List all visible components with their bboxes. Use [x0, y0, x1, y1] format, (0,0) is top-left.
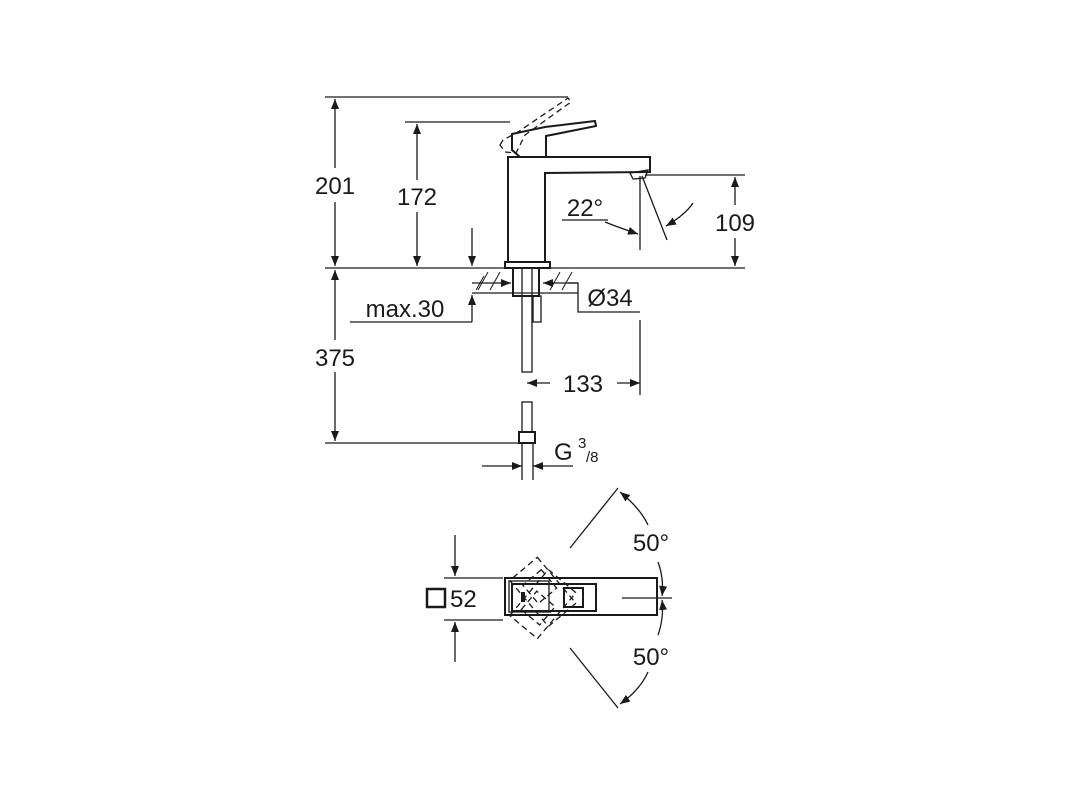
angle-label-upper-50: 50°	[633, 530, 669, 557]
dimension-172: 172	[397, 121, 510, 266]
lever-raised-dashed	[499, 97, 572, 154]
thread-label-g: G	[554, 439, 573, 466]
dimension-label-109: 109	[715, 210, 755, 237]
dimension-max30: max.30	[350, 228, 476, 323]
dimension-label-133: 133	[563, 371, 603, 398]
spout-top	[504, 577, 658, 616]
aerator	[629, 169, 650, 180]
lever-swivel-lower-dashed	[508, 556, 577, 628]
connection-nut	[518, 431, 536, 444]
dimension-diameter-34: Ø34	[472, 279, 640, 313]
lever-top	[511, 583, 597, 612]
dimension-label-375: 375	[315, 345, 355, 372]
angle-label-lower-50: 50°	[633, 644, 669, 671]
lever-square	[563, 587, 584, 608]
dimension-label-max30: max.30	[366, 296, 445, 323]
lever-handle	[511, 119, 598, 158]
faucet-body	[507, 156, 651, 263]
dimension-label-172: 172	[397, 184, 437, 211]
faucet-top-view: 50° 50°	[504, 487, 672, 709]
dimension-square-52: 52	[425, 535, 503, 662]
dimension-109: 109	[645, 174, 755, 266]
dimension-label-d34: Ø34	[587, 285, 632, 312]
dimension-201: 201	[315, 96, 568, 266]
dimension-label-201: 201	[315, 173, 355, 200]
countertop-section	[472, 271, 578, 294]
dimension-133: 133	[527, 320, 641, 398]
dimension-375: 375	[315, 270, 520, 444]
mounting-shank	[512, 267, 540, 297]
thread-label-numerator: 3	[578, 435, 586, 452]
lever-swivel-upper-dashed	[508, 568, 577, 640]
dimension-label-52: 52	[450, 586, 477, 613]
dimension-g38: G 3 /8	[482, 435, 599, 480]
thread-label-denominator: /8	[586, 449, 599, 466]
dimension-angle-22: 22°	[562, 175, 694, 250]
threaded-rod	[532, 295, 542, 323]
dimension-label-22deg: 22°	[567, 195, 603, 222]
faucet-side-view	[325, 97, 745, 444]
square-symbol-icon	[425, 587, 447, 609]
supply-hose-upper	[521, 267, 533, 373]
supply-hose-lower	[521, 401, 533, 433]
